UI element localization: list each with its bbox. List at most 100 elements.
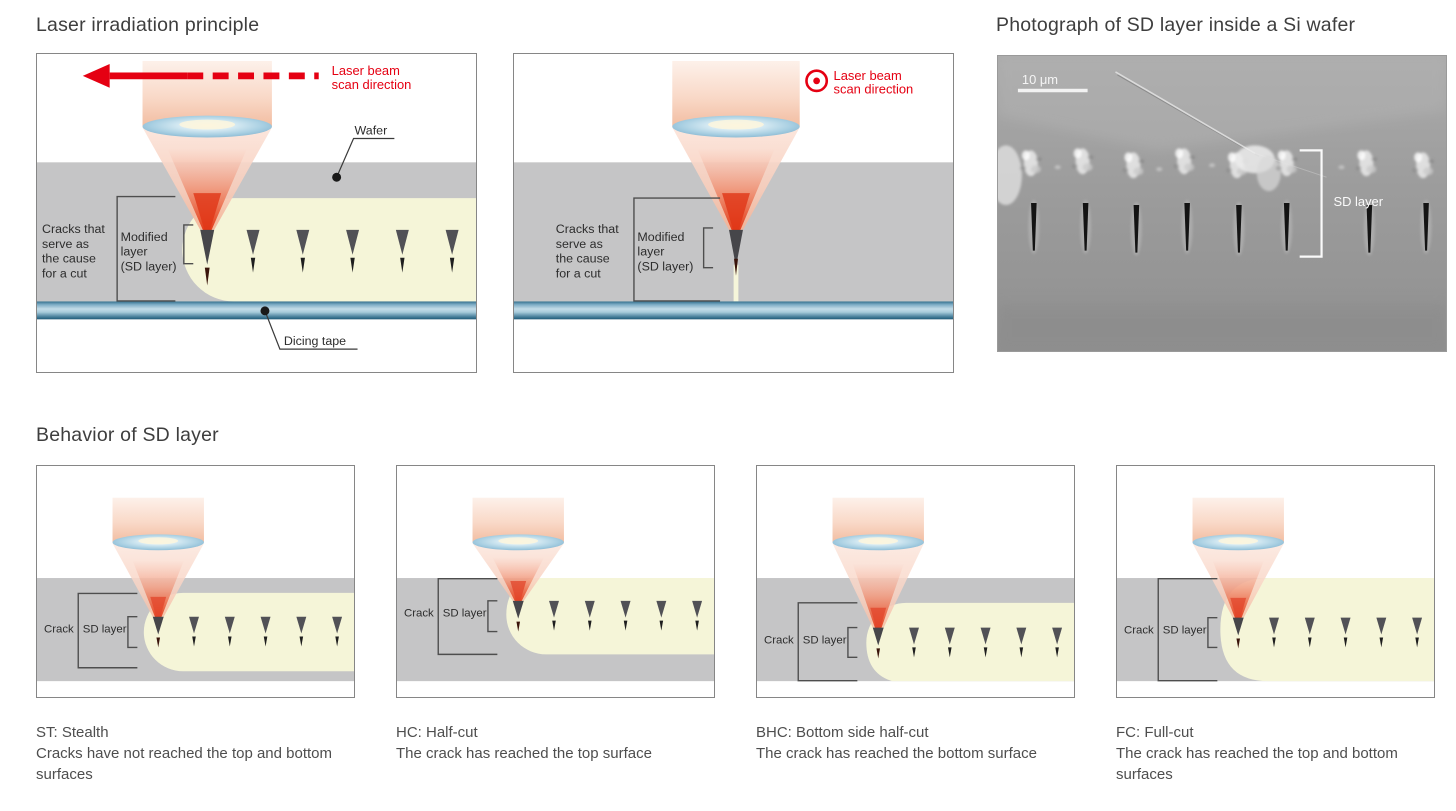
crack-label: Crack	[1124, 625, 1154, 637]
caption-text: The crack has reached the top and bottom…	[1116, 745, 1398, 783]
behavior-panel-bhc: Crack SD layer	[756, 465, 1075, 698]
modified-spots	[998, 145, 1435, 205]
dicing-tape-pointer	[260, 306, 358, 350]
svg-text:for a cut: for a cut	[556, 267, 601, 281]
sd-layer-region	[143, 592, 354, 672]
crack-extent-bracket	[116, 195, 176, 302]
cracks-caption: Cracks that serve as the cause for a cut	[42, 222, 105, 281]
focus-point	[729, 229, 743, 276]
sd-layer-bracket	[1299, 149, 1323, 258]
sd-layer-bracket	[847, 626, 858, 659]
caption-hc: HC: Half-cut The crack has reached the t…	[396, 722, 730, 764]
wafer-pointer	[332, 137, 395, 182]
scan-direction-label-line2: scan direction	[332, 77, 412, 92]
scan-direction-dot-icon	[805, 69, 829, 93]
sd-layer-label: SD layer	[83, 624, 127, 636]
crack-extent-bracket	[797, 602, 858, 682]
modified-layer-caption: Modified layer (SD layer)	[637, 230, 693, 274]
principle-panel-front-view: Laser beam scan direction Cracks that se…	[513, 53, 954, 373]
focus-point	[1232, 617, 1244, 649]
sd-cut-line	[733, 264, 739, 302]
svg-text:the cause: the cause	[556, 252, 610, 266]
laser-beam	[142, 60, 272, 233]
wafer-label: Wafer	[355, 124, 388, 138]
behavior-panel-st: Crack SD layer	[36, 465, 355, 698]
sd-layer-region	[1220, 578, 1434, 682]
sd-layer-label: SD layer	[443, 608, 487, 620]
sd-layer-bracket	[183, 224, 194, 265]
crack-extent-bracket	[437, 578, 498, 656]
crack-extent-bracket	[1157, 578, 1218, 682]
sd-layer-bracket	[1207, 616, 1218, 649]
behavior-panel-fc-svg: Crack SD layer	[1117, 466, 1434, 697]
modified-layer-caption: Modified layer (SD layer)	[121, 230, 177, 274]
laser-beam	[672, 60, 800, 233]
sd-layer-label: SD layer	[803, 634, 847, 646]
laser-beam	[832, 497, 924, 630]
sd-layer-bracket	[702, 227, 714, 269]
principle-title: Laser irradiation principle	[36, 14, 260, 36]
sd-layer-bracket	[487, 600, 498, 633]
scan-direction-label-line1: Laser beam	[834, 68, 902, 83]
behavior-title: Behavior of SD layer	[36, 424, 219, 446]
focus-point	[152, 616, 164, 648]
scan-direction-label-line1: Laser beam	[332, 63, 400, 78]
caption-st: ST: Stealth Cracks have not reached the …	[36, 722, 370, 785]
svg-text:serve as: serve as	[556, 237, 603, 251]
behavior-panel-bhc-svg: Crack SD layer	[757, 466, 1074, 697]
svg-text:for a cut: for a cut	[42, 267, 87, 281]
caption-text: Cracks have not reached the top and bott…	[36, 745, 333, 783]
behavior-panel-fc: Crack SD layer	[1116, 465, 1435, 698]
crack-label: Crack	[404, 608, 434, 620]
svg-text:the cause: the cause	[42, 252, 96, 266]
sd-layer-label: SD layer	[1163, 625, 1207, 637]
svg-text:Cracks that: Cracks that	[556, 222, 619, 236]
svg-text:Cracks that: Cracks that	[42, 222, 105, 236]
laser-beam	[1192, 497, 1284, 620]
svg-text:Modified: Modified	[637, 230, 684, 244]
scan-direction-label-line2: scan direction	[834, 82, 914, 97]
photo-title: Photograph of SD layer inside a Si wafer	[996, 14, 1356, 36]
caption-title: FC: Full-cut	[1116, 724, 1194, 741]
svg-text:(SD layer): (SD layer)	[121, 260, 177, 274]
principle-panel-1-svg: Laser beam scan direction Wafer Dicing t…	[37, 54, 476, 372]
caption-text: The crack has reached the top surface	[396, 745, 652, 762]
caption-fc: FC: Full-cut The crack has reached the t…	[1116, 722, 1450, 785]
svg-text:layer: layer	[121, 245, 148, 259]
behavior-panel-hc: Crack SD layer	[396, 465, 715, 698]
caption-title: ST: Stealth	[36, 724, 109, 741]
sd-layer-region	[182, 198, 476, 302]
dicing-tape-layer	[37, 301, 476, 320]
sd-layer-region	[866, 602, 1074, 682]
sd-layer-region	[506, 578, 714, 655]
crack-label: Crack	[44, 624, 74, 636]
dicing-tape-layer	[514, 301, 953, 320]
behavior-panel-st-svg: Crack SD layer	[37, 466, 354, 697]
behavior-panel-hc-svg: Crack SD layer	[397, 466, 714, 697]
principle-panel-side-view: Laser beam scan direction Wafer Dicing t…	[36, 53, 477, 373]
sd-layer-label: SD layer	[1334, 194, 1384, 209]
sem-photo: 10 μm SD layer	[997, 55, 1447, 352]
focus-point	[512, 600, 524, 632]
crack-extent-bracket	[77, 592, 138, 669]
caption-text: The crack has reached the bottom surface	[756, 745, 1037, 762]
caption-title: BHC: Bottom side half-cut	[756, 724, 929, 741]
crack-label: Crack	[764, 634, 794, 646]
focus-point	[200, 229, 215, 286]
svg-text:serve as: serve as	[42, 237, 89, 251]
principle-panel-2-svg: Laser beam scan direction Cracks that se…	[514, 54, 953, 372]
caption-bhc: BHC: Bottom side half-cut The crack has …	[756, 722, 1090, 764]
laser-beam	[472, 497, 564, 603]
cracks-caption: Cracks that serve as the cause for a cut	[556, 222, 619, 281]
crack-extent-bracket	[633, 197, 721, 302]
svg-text:Modified: Modified	[121, 230, 168, 244]
caption-title: HC: Half-cut	[396, 724, 478, 741]
sem-photo-svg: 10 μm SD layer	[998, 56, 1446, 351]
laser-beam	[112, 497, 204, 619]
scan-direction-arrow	[82, 63, 319, 88]
sd-layer-bracket	[127, 616, 138, 649]
dicing-tape-label: Dicing tape	[284, 334, 346, 348]
focus-point	[872, 627, 884, 659]
svg-text:layer: layer	[637, 245, 664, 259]
